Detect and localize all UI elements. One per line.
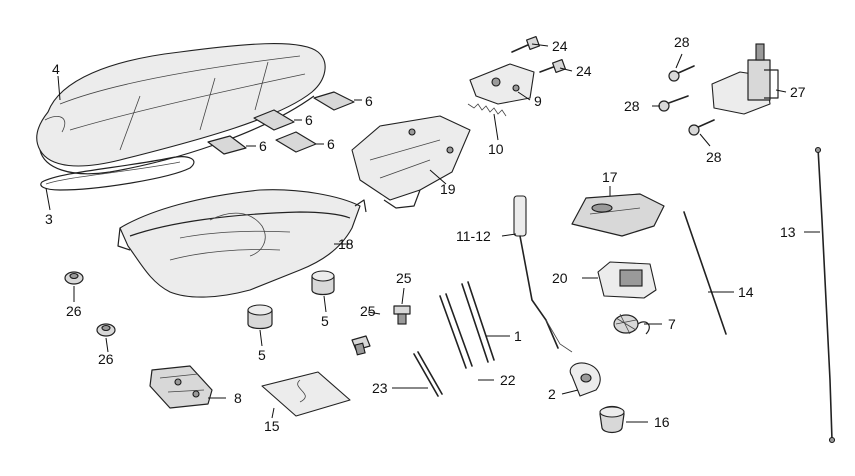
- part-spring-10: [467, 103, 507, 117]
- label-part-16: 16: [654, 414, 670, 430]
- part-lock-base: [469, 63, 535, 105]
- part-switch-cover: [571, 193, 665, 237]
- label-part-6a: 6: [365, 93, 373, 109]
- label-part-18: 18: [338, 236, 354, 252]
- label-part-25b: 25: [360, 303, 376, 319]
- label-part-4: 4: [52, 61, 60, 77]
- label-part-5a: 5: [321, 313, 329, 329]
- label-part-26b: 26: [98, 351, 114, 367]
- label-part-11-12: 11-12: [456, 228, 491, 244]
- part-cable-13: [814, 146, 836, 444]
- label-part-13: 13: [780, 224, 796, 240]
- part-rod-14: [683, 211, 727, 335]
- label-part-2: 2: [548, 386, 556, 402]
- part-seat-gasket: [40, 156, 195, 191]
- part-actuator: [711, 43, 779, 115]
- part-helmet-box: [117, 189, 367, 298]
- label-part-24b: 24: [576, 63, 592, 79]
- part-cable-11-12: [513, 195, 573, 353]
- label-part-28c: 28: [706, 149, 722, 165]
- part-bumpers: [247, 270, 335, 330]
- label-part-24a: 24: [552, 38, 568, 54]
- callout-labels: 4 3 6 6 6 6 18 19 10 9 24 24 11-12 1 22 …: [45, 34, 806, 434]
- label-part-9: 9: [534, 93, 542, 109]
- label-part-26a: 26: [66, 303, 82, 319]
- label-part-20: 20: [552, 270, 568, 286]
- part-rods: [413, 281, 495, 397]
- label-part-19: 19: [440, 181, 456, 197]
- part-clamp: [569, 362, 601, 397]
- label-part-6c: 6: [259, 138, 267, 154]
- part-grommets: [64, 271, 116, 337]
- label-part-15: 15: [264, 418, 280, 434]
- label-part-6b: 6: [305, 112, 313, 128]
- part-knob: [599, 405, 625, 434]
- label-part-25a: 25: [396, 270, 412, 286]
- label-part-5b: 5: [258, 347, 266, 363]
- label-part-17: 17: [602, 169, 618, 185]
- part-pads: [207, 91, 355, 155]
- label-part-8: 8: [234, 390, 242, 406]
- part-seat-latch: [149, 365, 213, 409]
- part-bolts-25: [351, 305, 411, 356]
- label-part-3: 3: [45, 211, 53, 227]
- part-manual: [261, 371, 351, 417]
- label-part-7: 7: [668, 316, 676, 332]
- leader-lines: [45, 43, 820, 423]
- label-part-22: 22: [500, 372, 516, 388]
- label-part-10: 10: [488, 141, 504, 157]
- part-bolts-24: [511, 35, 567, 74]
- label-part-28a: 28: [674, 34, 690, 50]
- part-spring-7: [613, 313, 650, 335]
- part-screws-28: [658, 65, 715, 136]
- label-part-28b: 28: [624, 98, 640, 114]
- part-relay: [597, 261, 657, 299]
- label-part-6d: 6: [327, 136, 335, 152]
- part-bracket-19: [351, 115, 471, 209]
- label-part-23: 23: [372, 380, 388, 396]
- label-part-27: 27: [790, 84, 806, 100]
- label-part-14: 14: [738, 284, 754, 300]
- part-seat: [36, 43, 326, 175]
- label-part-1: 1: [514, 328, 522, 344]
